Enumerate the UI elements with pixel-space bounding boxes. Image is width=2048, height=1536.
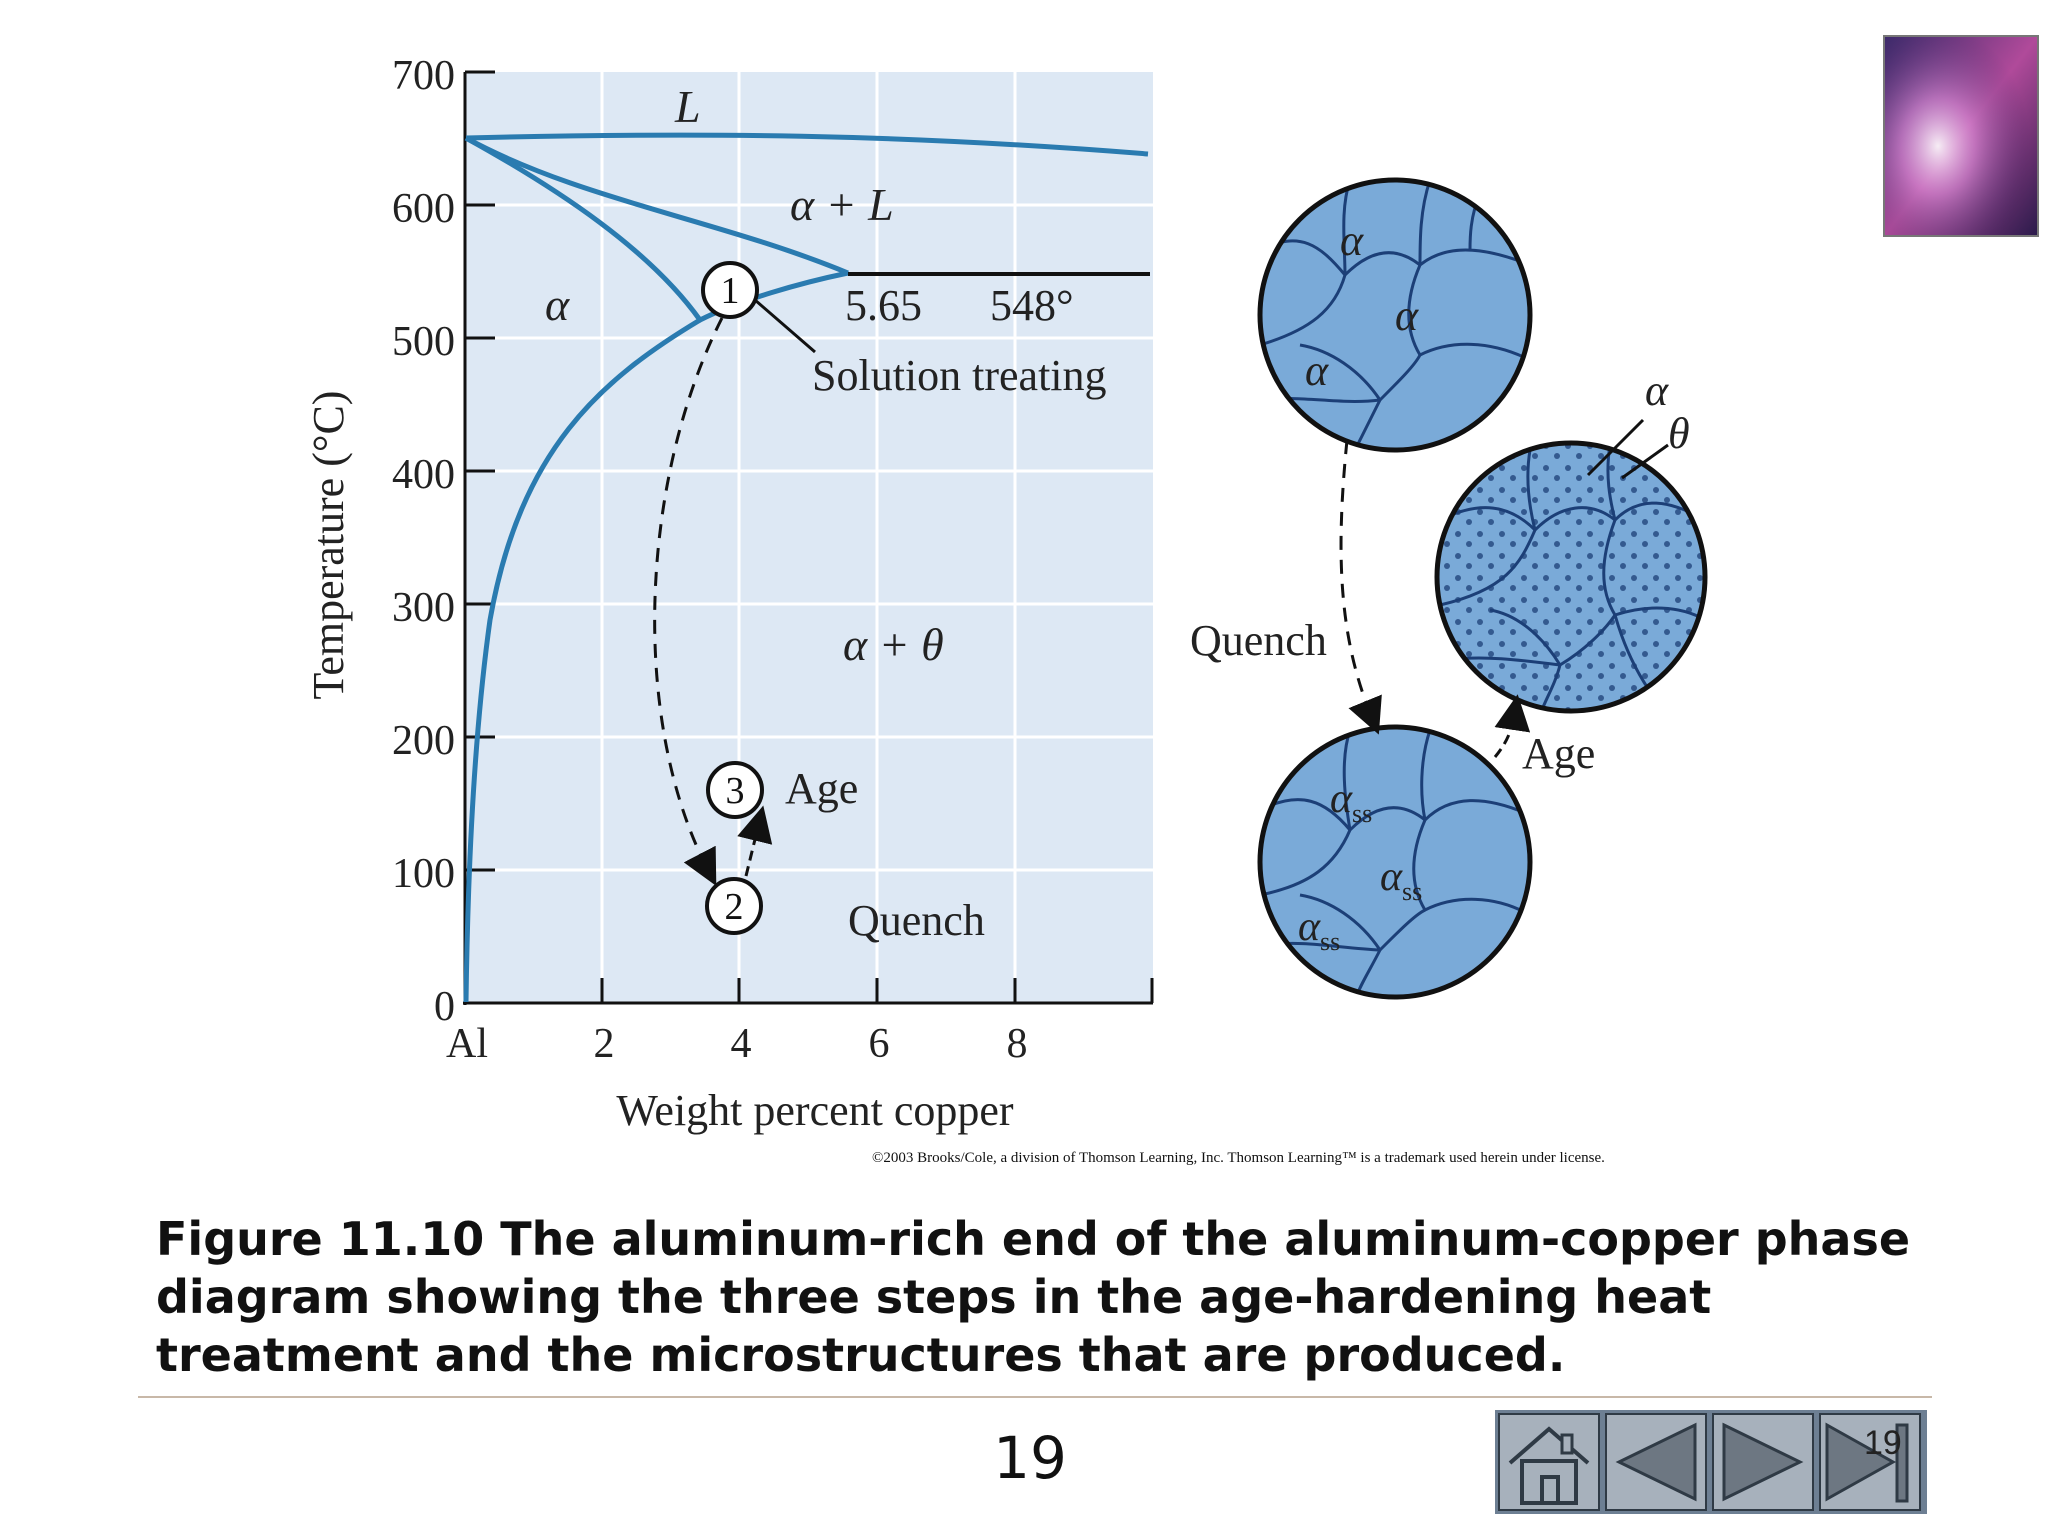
step-2-label: Quench [848,896,985,945]
x-tick-label: 4 [731,1021,752,1067]
grid [465,72,1153,1002]
y-tick-label: 200 [392,718,455,764]
next-icon [1722,1422,1804,1502]
y-axis-title: Temperature (°C) [304,391,353,700]
page-number: 19 [993,1424,1067,1492]
callout-theta-line [1621,443,1669,480]
x-tick-label: 6 [869,1021,890,1067]
x-tick-label: 8 [1007,1021,1028,1067]
liquidus [464,135,849,276]
y-tick-label: 400 [392,452,455,498]
last-slide-button[interactable] [1819,1413,1921,1511]
quench-path-arrow [653,317,724,886]
step-2-marker [705,877,763,935]
end-icon [1825,1422,1909,1503]
region-alpha-liquid-label: α + L [790,179,894,230]
age-path-arrow [737,805,773,877]
step-3-label: Age [785,764,858,813]
slide-navigation-bar [1495,1410,1927,1514]
solvus [463,317,702,1003]
micro-alpha-ss-label: αss [1330,776,1372,828]
prev-icon [1615,1422,1697,1502]
y-tick-label: 600 [392,186,455,232]
step-1-label: Solution treating [812,351,1107,400]
solution-leader-line [754,298,816,354]
micro-quench-label: Quench [1190,616,1327,665]
region-alpha-label: α [545,279,570,330]
micro-alpha-label: α [1305,346,1329,395]
micro-age-label: Age [1522,729,1595,778]
solidus [464,135,849,324]
region-alpha-theta-label: α + θ [843,619,944,670]
eutectic-temperature: 548° [990,281,1074,330]
callout-alpha-line [1586,418,1645,477]
nav-slide-number: 19 [1864,1424,1902,1462]
next-slide-button[interactable] [1712,1413,1814,1511]
phase-boundaries [463,132,1149,1003]
y-tick-label: 500 [392,319,455,365]
y-tick-label: 0 [434,984,455,1030]
divider [138,1396,1932,1398]
micro-age-arrow [1493,694,1531,758]
axes [463,70,1154,1005]
microstructure-alpha-ss: αss αss αss [1257,724,1533,1000]
step-2-number: 2 [725,886,744,928]
region-liquid-label: L [674,81,701,132]
x-axis-title: Weight percent copper [616,1086,1014,1135]
micro-alpha-label: α [1340,216,1364,265]
y-tick-label: 700 [392,53,455,99]
step-3-number: 3 [726,770,745,812]
step-1-number: 1 [721,270,740,312]
callout-alpha-label: α [1645,366,1669,415]
plot-area [465,72,1153,1002]
micro-alpha-ss-label: αss [1380,854,1422,906]
liquidus-top [465,132,1149,157]
micro-alpha-label: α [1395,291,1419,340]
x-tick-label: 2 [594,1021,615,1067]
home-button[interactable] [1498,1413,1600,1511]
previous-slide-button[interactable] [1605,1413,1707,1511]
y-tick-label: 300 [392,585,455,631]
copyright-notice: ©2003 Brooks/Cole, a division of Thomson… [872,1150,1605,1166]
callout-theta-label: θ [1668,409,1690,458]
figure-caption: Figure 11.10 The aluminum-rich end of th… [156,1212,1911,1382]
microstructure-alpha: α α α [1257,177,1533,453]
microstructure-alpha-theta [1434,440,1708,714]
book-cover-image [1883,35,2039,237]
micro-quench-arrow [1339,439,1382,735]
home-icon [1508,1426,1590,1505]
x-tick-label: Al [446,1021,488,1067]
y-tick-label: 100 [392,851,455,897]
step-1-marker [701,261,759,319]
eutectic-composition: 5.65 [845,281,922,330]
step-3-marker [706,761,764,819]
micro-alpha-ss-label: αss [1298,904,1340,956]
